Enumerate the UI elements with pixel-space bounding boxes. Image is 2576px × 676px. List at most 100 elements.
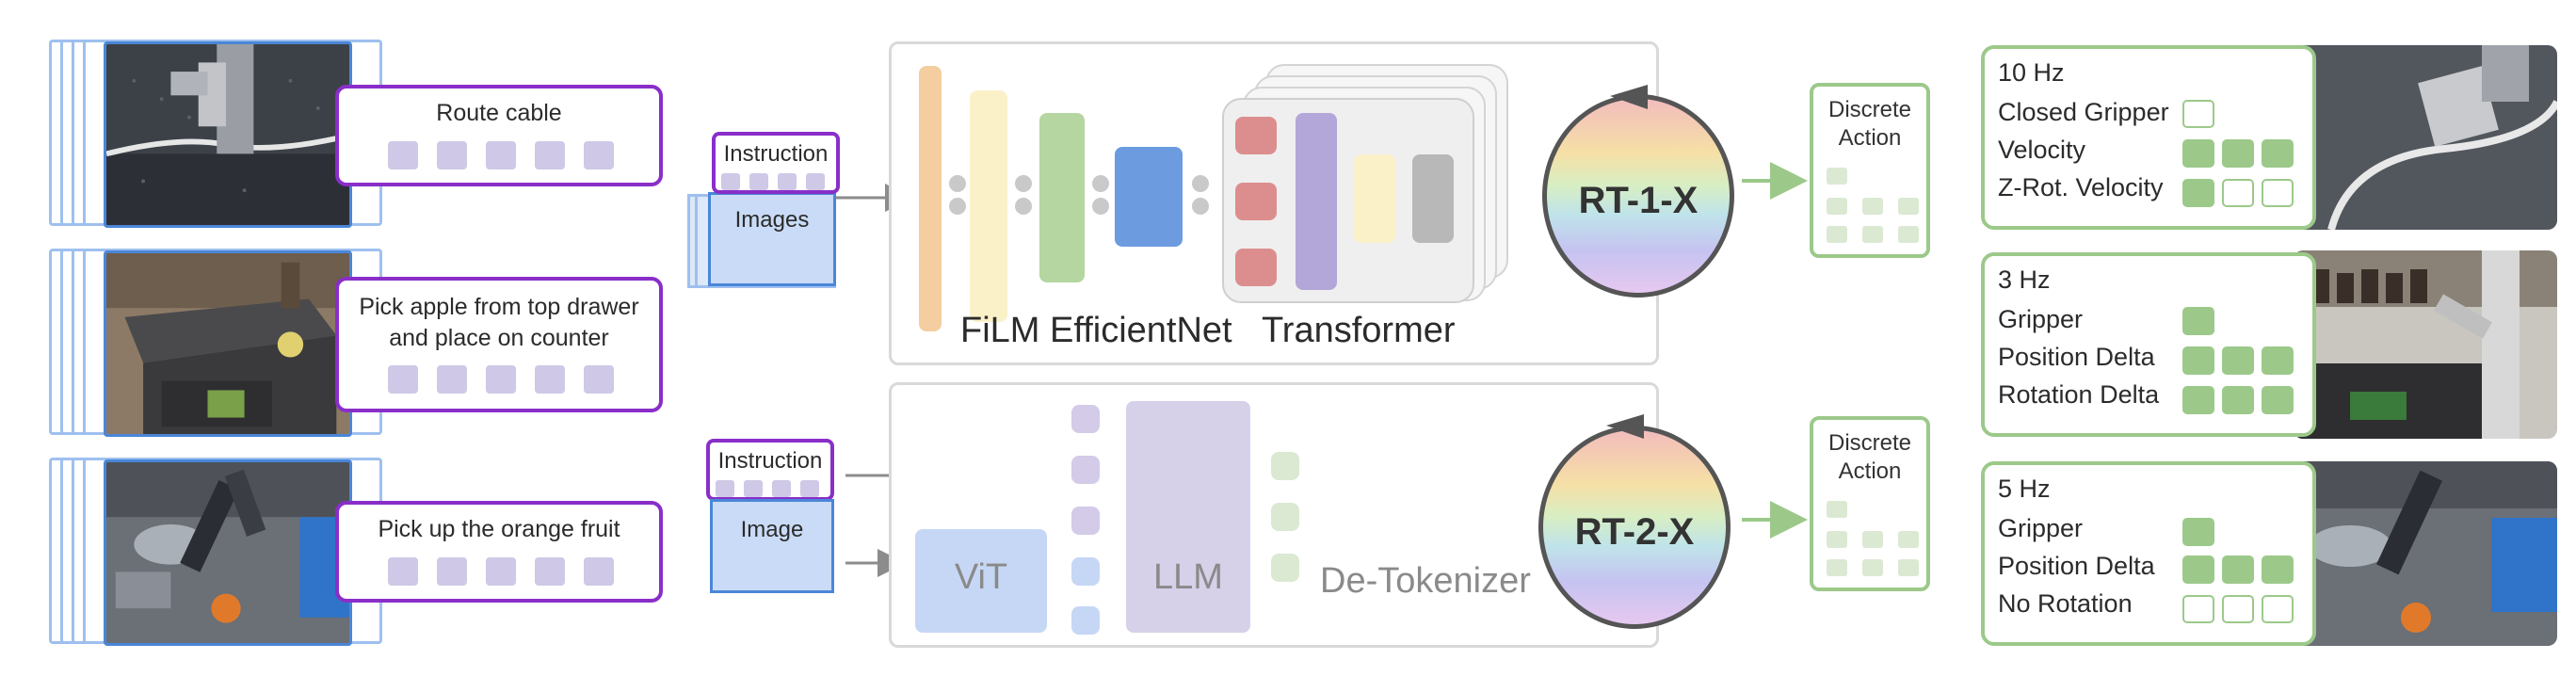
action-dim-empty — [2182, 595, 2214, 623]
robot-photo-right-1 — [2294, 45, 2557, 230]
action-dim-filled — [2182, 179, 2214, 207]
robot-photo-right-3 — [2294, 461, 2557, 646]
language-token — [437, 557, 467, 586]
action-dim-filled — [2182, 307, 2214, 335]
action-dim-filled — [2222, 139, 2254, 168]
language-token — [535, 365, 565, 394]
action-token — [1827, 226, 1847, 243]
action-dim-empty — [2262, 595, 2294, 623]
instruction-label: Instruction — [717, 448, 823, 474]
action-dim-filled — [2262, 386, 2294, 414]
robot-photo-orange-fruit — [104, 459, 352, 646]
output-token — [1271, 452, 1299, 480]
action-dim-label: Position Delta — [1998, 343, 2155, 371]
connector-dot — [949, 198, 966, 215]
instruction-token — [749, 173, 768, 190]
instruction-input-rt1: Instruction — [712, 132, 840, 194]
control-frequency: 5 Hz — [1998, 475, 2051, 503]
action-dim-label: Velocity — [1998, 136, 2086, 164]
action-token — [1862, 559, 1883, 576]
action-dim-filled — [2182, 346, 2214, 375]
robot-action-panel-2: 3 Hz Gripper Position Delta Rotation Del… — [1981, 252, 2316, 437]
film-input-layer — [919, 66, 942, 331]
connector-dot — [949, 175, 966, 192]
action-token — [1862, 198, 1883, 215]
image-label: Image — [740, 517, 804, 542]
transformer-block — [1222, 98, 1474, 303]
action-dim-label: Position Delta — [1998, 552, 2155, 580]
text-token — [1071, 456, 1100, 484]
instruction-input-rt2: Instruction — [706, 439, 834, 501]
connector-dot — [1092, 198, 1109, 215]
language-token — [535, 557, 565, 586]
instruction-token — [778, 173, 797, 190]
rt1x-model-ring: RT-1-X — [1542, 94, 1734, 298]
action-token — [1827, 531, 1847, 548]
prompt-text-line2: and place on counter — [389, 325, 609, 351]
image-token — [1071, 557, 1100, 586]
token-block — [1235, 117, 1277, 154]
action-token — [1827, 168, 1847, 185]
robot-action-panel-1: 10 Hz Closed Gripper Velocity Z-Rot. Vel… — [1981, 45, 2316, 230]
language-token — [388, 365, 418, 394]
robot-photo-apple-drawer — [104, 250, 352, 437]
action-label-line1: Discrete — [1827, 97, 1912, 122]
vit-label: ViT — [954, 557, 1008, 597]
language-token — [584, 141, 614, 169]
action-token — [1827, 198, 1847, 215]
language-token — [437, 141, 467, 169]
language-token — [535, 141, 565, 169]
action-label-line2: Action — [1838, 459, 1902, 484]
prompt-text-line1: Pick apple from top drawer — [359, 294, 639, 320]
action-dim-filled — [2182, 386, 2214, 414]
film-efficientnet-label: FiLM EfficientNet — [960, 311, 1232, 350]
action-dim-label: Z-Rot. Velocity — [1998, 173, 2164, 201]
output-token — [1271, 554, 1299, 582]
image-token — [1071, 606, 1100, 635]
connector-dot — [1092, 175, 1109, 192]
action-dim-label: Rotation Delta — [1998, 380, 2160, 409]
discrete-action-box-rt2: Discrete Action — [1810, 416, 1930, 591]
efficientnet-layer-2 — [1039, 113, 1085, 282]
action-dim-filled — [2262, 346, 2294, 375]
action-token — [1862, 531, 1883, 548]
transformer-label: Transformer — [1262, 311, 1456, 350]
ffn-block — [1354, 154, 1395, 243]
action-token — [1827, 501, 1847, 518]
text-token — [1071, 405, 1100, 433]
rt2x-model-ring: RT-2-X — [1538, 426, 1731, 629]
de-tokenizer-label: De-Tokenizer — [1320, 561, 1531, 601]
action-dim-label: Closed Gripper — [1998, 98, 2169, 126]
connector-dot — [1015, 175, 1032, 192]
action-dim-filled — [2222, 346, 2254, 375]
action-dim-label: Gripper — [1998, 514, 2084, 542]
action-dim-label: Gripper — [1998, 305, 2084, 333]
instruction-label: Instruction — [723, 141, 829, 167]
prompt-box-orange-fruit: Pick up the orange fruit — [335, 501, 663, 603]
action-dim-filled — [2182, 555, 2214, 584]
action-dim-label: No Rotation — [1998, 589, 2133, 618]
language-token — [388, 141, 418, 169]
token-block — [1235, 249, 1277, 286]
action-dim-empty — [2262, 179, 2294, 207]
action-token — [1898, 198, 1919, 215]
text-token — [1071, 507, 1100, 535]
control-frequency: 10 Hz — [1998, 58, 2065, 87]
prompt-box-apple-drawer: Pick apple from top drawer and place on … — [335, 277, 663, 412]
action-dim-filled — [2222, 386, 2254, 414]
action-token — [1898, 226, 1919, 243]
action-dim-empty — [2222, 179, 2254, 207]
language-token — [486, 141, 516, 169]
instruction-token — [800, 480, 819, 497]
action-token — [1898, 559, 1919, 576]
robot-photo-route-cable — [104, 41, 352, 228]
instruction-token — [744, 480, 763, 497]
language-token — [584, 557, 614, 586]
images-input — [708, 192, 836, 286]
action-dim-filled — [2222, 555, 2254, 584]
action-dim-filled — [2262, 555, 2294, 584]
attention-block — [1296, 113, 1337, 290]
action-token — [1898, 531, 1919, 548]
instruction-token — [806, 173, 825, 190]
prompt-box-route-cable: Route cable — [335, 85, 663, 186]
